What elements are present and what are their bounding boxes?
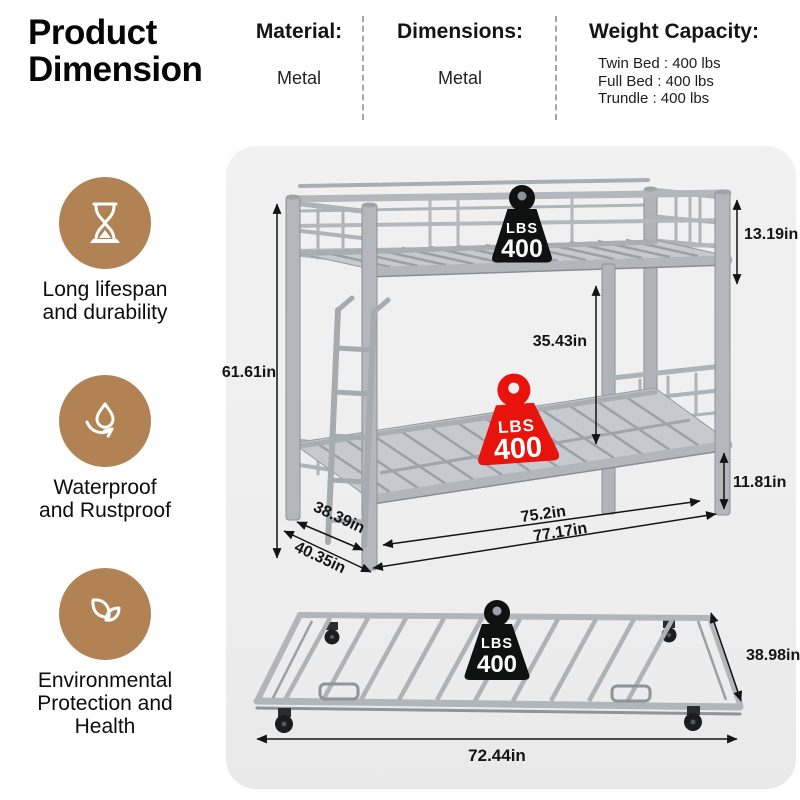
trundle-dimension-annotations (256, 612, 743, 744)
dim-trundle-length: 72.44in (468, 746, 526, 765)
dim-bunk-clearance: 35.43in (533, 333, 587, 350)
page-title-line1: Product (28, 13, 157, 52)
dim-total-height: 61.61in (222, 364, 276, 381)
trundle-badge-unit: LBS (481, 636, 513, 652)
page-title-line2: Dimension (28, 50, 203, 90)
bottom-bunk-weight-badge: LBS 400 (478, 373, 560, 467)
trundle-illustration: LBS 400 (253, 600, 744, 733)
feature-waterproof-label: Waterproof and Rustproof (39, 476, 171, 523)
material-label: Material: (255, 20, 343, 43)
weight-capacity-label: Weight Capacity: (589, 20, 759, 43)
feature-lifespan: Long lifespan and durability (14, 177, 196, 324)
top-bunk-weight-badge: LBS 400 (492, 185, 552, 263)
trundle-handle (610, 684, 652, 703)
feature-environment-label: Environmental Protection and Health (37, 669, 173, 739)
feature-lifespan-label: Long lifespan and durability (42, 278, 168, 325)
spec-dimensions: Dimensions: Metal (368, 20, 552, 89)
spec-divider-2 (555, 16, 557, 120)
dim-trundle-depth: 38.98in (746, 647, 800, 664)
trundle-handle (318, 682, 360, 701)
trundle-badge-value: 400 (477, 651, 517, 678)
dim-inner-length: 75.2in (520, 503, 567, 526)
trundle-weight-badge: LBS 400 (464, 600, 530, 680)
bottom-badge-value: 400 (493, 431, 544, 466)
spec-material: Material: Metal (237, 20, 361, 89)
dimensions-value: Metal (437, 68, 482, 88)
weight-twin: Twin Bed : 400 lbs (598, 55, 721, 72)
dim-guardrail-height: 13.19in (744, 226, 798, 243)
feature-waterproof: Waterproof and Rustproof (14, 375, 196, 522)
top-badge-value: 400 (501, 235, 543, 263)
dim-outer-depth: 40.35in (292, 539, 348, 577)
bottom-badge-unit: LBS (497, 416, 535, 438)
dimensions-label: Dimensions: (396, 20, 524, 43)
dim-bottom-height: 11.81in (733, 474, 786, 491)
hourglass-icon (59, 177, 151, 269)
caster-wheel (275, 706, 702, 733)
weight-trundle: Trundle : 400 lbs (598, 90, 710, 108)
bunk-dimension-annotations (272, 199, 742, 573)
spec-divider-1 (362, 16, 364, 120)
weight-full: Full Bed : 400 lbs (598, 72, 714, 90)
top-badge-unit: LBS (506, 221, 538, 237)
weight-capacity-values: Twin Bed : 400 lbs Full Bed : 400 lbs Tr… (560, 55, 788, 108)
ladder (325, 295, 391, 548)
spec-weight-capacity: Weight Capacity: Twin Bed : 400 lbs Full… (560, 20, 788, 108)
page-title: Product Dimension (28, 14, 243, 88)
material-value: Metal (276, 68, 321, 88)
leaves-icon (59, 568, 151, 660)
waterdrop-icon (59, 375, 151, 467)
feature-environment: Environmental Protection and Health (14, 568, 196, 738)
